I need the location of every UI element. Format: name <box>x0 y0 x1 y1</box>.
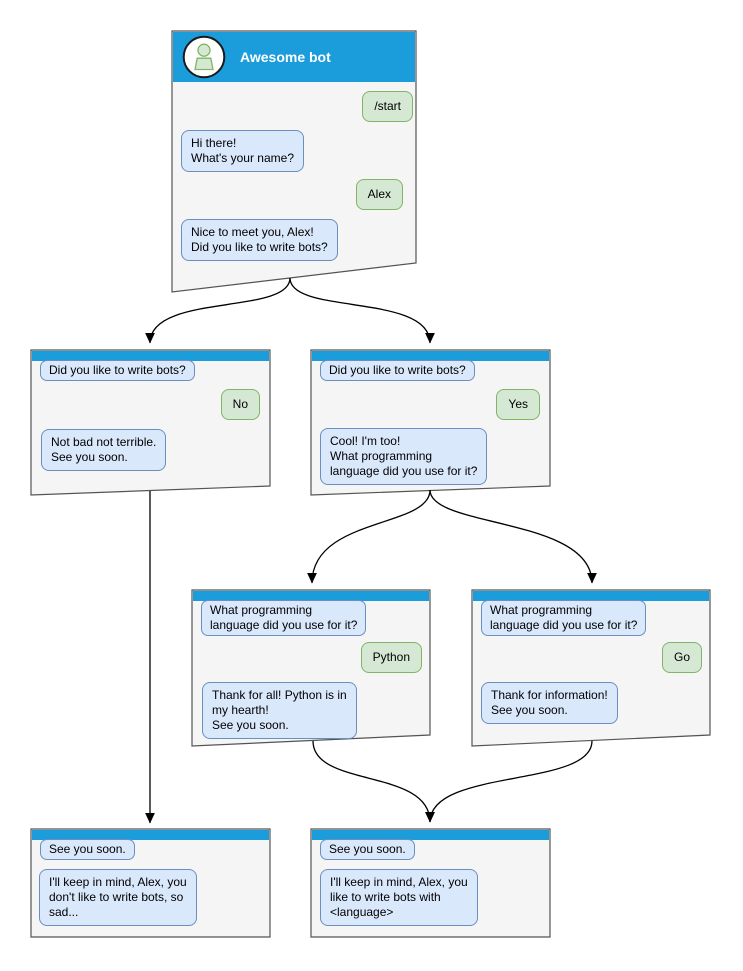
message-bot-reply: Thank for information! See you soon. <box>481 682 618 724</box>
message-question-echo: What programming language did you use fo… <box>481 600 647 636</box>
chat-window-main: Awesome bot /start Hi there! What's your… <box>172 31 416 292</box>
connector-yes-to-python <box>307 489 431 584</box>
window-header <box>473 591 709 601</box>
message-user-name: Alex <box>355 179 403 210</box>
connector-main-to-no <box>145 277 291 344</box>
message-greeting: Hi there! What's your name? <box>181 130 305 172</box>
chat-window-branch-python: What programming language did you use fo… <box>192 590 430 747</box>
message-question-echo: See you soon. <box>40 839 135 860</box>
chat-title: Awesome bot <box>240 49 331 65</box>
connector-go-to-end <box>425 740 593 823</box>
message-start-command: /start <box>362 91 413 122</box>
message-user-answer: Python <box>360 642 422 673</box>
message-bot-reply: Not bad not terrible. See you soon. <box>41 429 167 471</box>
chat-window-branch-no: Did you like to write bots? No Not bad n… <box>31 350 270 496</box>
message-bot-reply: Cool! I'm too! What programming language… <box>320 428 488 485</box>
window-header <box>312 351 549 361</box>
message-question-echo: See you soon. <box>320 839 415 860</box>
chat-window-end-yes: See you soon. I'll keep in mind, Alex, y… <box>311 829 550 937</box>
window-header <box>193 591 429 601</box>
message-question-echo: Did you like to write bots? <box>320 360 475 381</box>
chat-window-end-no: See you soon. I'll keep in mind, Alex, y… <box>31 829 270 937</box>
message-user-answer: Go <box>661 642 702 673</box>
chat-window-branch-go: What programming language did you use fo… <box>472 590 710 747</box>
message-user-answer: Yes <box>496 389 540 420</box>
connector-yes-to-go <box>429 489 597 584</box>
avatar-person-icon <box>182 35 226 79</box>
chat-window-branch-yes: Did you like to write bots? Yes Cool! I'… <box>311 350 550 496</box>
chat-header: Awesome bot <box>173 32 415 82</box>
window-header <box>312 830 549 840</box>
connector-python-to-end <box>312 740 435 823</box>
message-bot-reply: I'll keep in mind, Alex, you don't like … <box>39 869 197 926</box>
connector-main-to-yes <box>289 277 435 344</box>
window-header <box>32 351 269 361</box>
message-user-answer: No <box>220 389 260 420</box>
message-bot-reply: Thank for all! Python is in my hearth! S… <box>202 682 357 739</box>
message-question-echo: What programming language did you use fo… <box>201 600 367 636</box>
message-bot-question: Nice to meet you, Alex! Did you like to … <box>181 219 338 261</box>
window-header <box>32 830 269 840</box>
message-bot-reply: I'll keep in mind, Alex, you like to wri… <box>320 869 478 926</box>
message-question-echo: Did you like to write bots? <box>40 360 195 381</box>
